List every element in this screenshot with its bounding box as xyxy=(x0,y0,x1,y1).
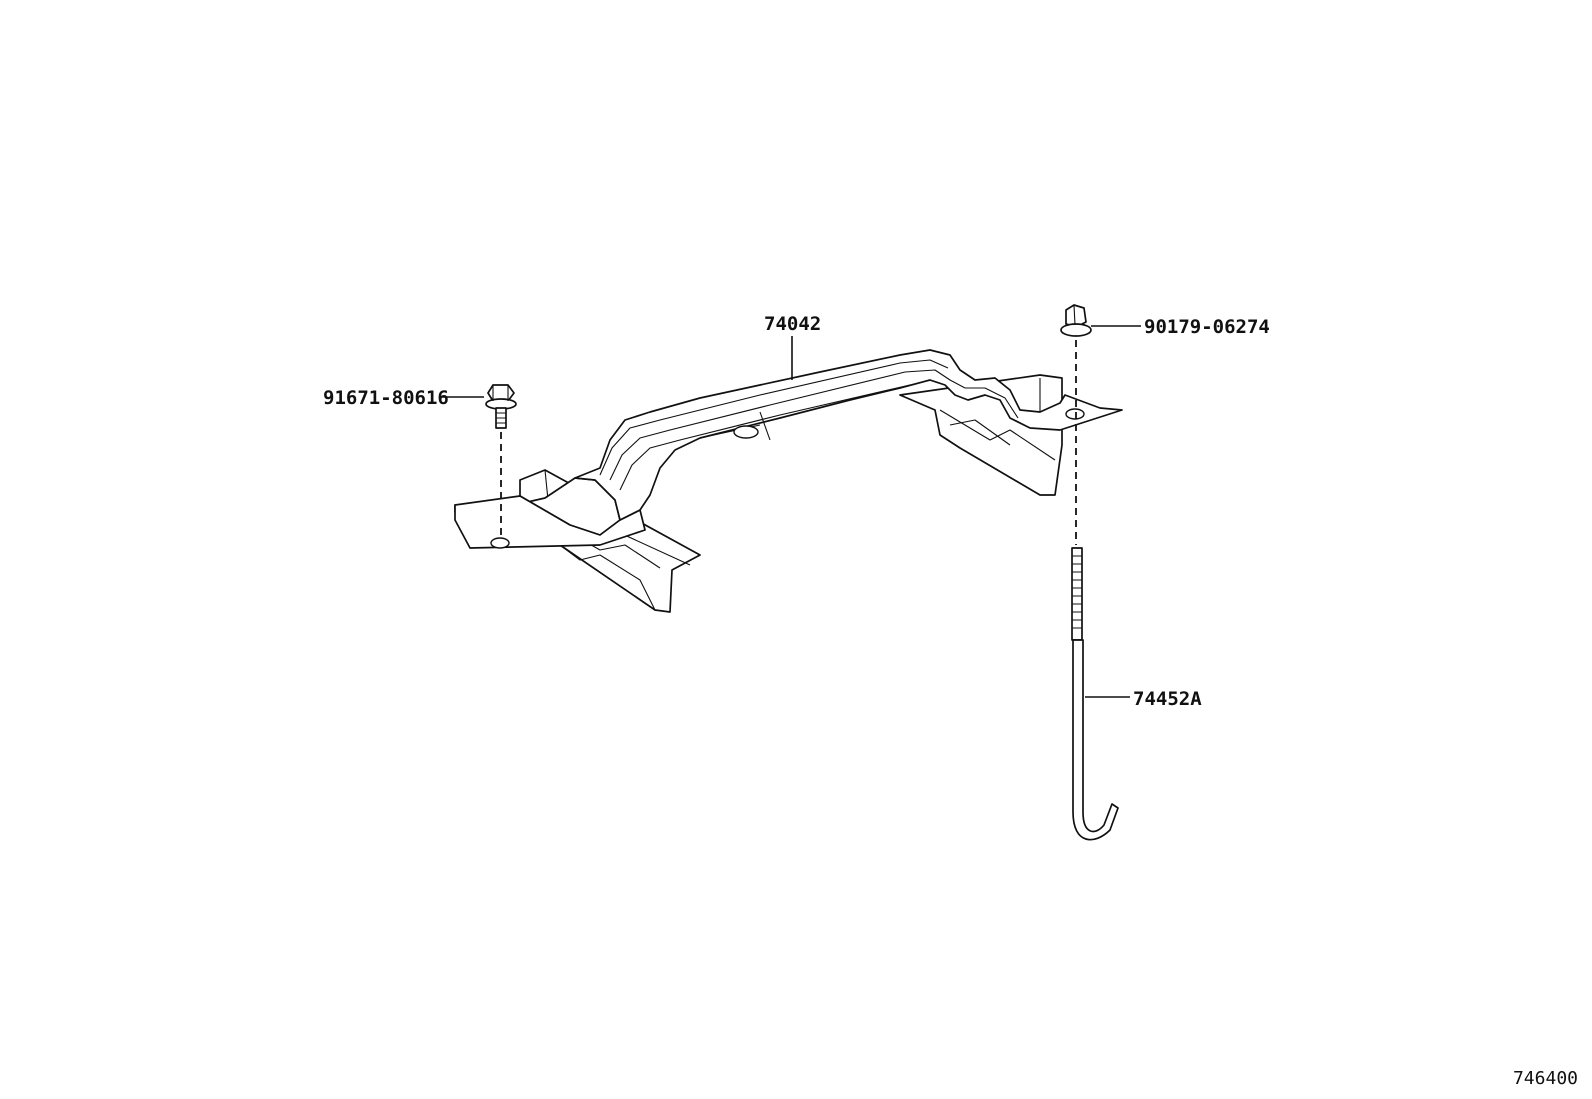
label-bolt: 91671-80616 xyxy=(323,387,449,409)
flange-bolt xyxy=(485,384,517,429)
label-nut: 90179-06274 xyxy=(1144,316,1270,338)
figure-code: 746400 xyxy=(1512,1068,1578,1089)
label-hook-bolt: 74452A xyxy=(1133,688,1202,710)
spare-tire-bracket xyxy=(454,349,1123,549)
label-bracket: 74042 xyxy=(764,313,821,335)
hook-bolt xyxy=(1071,547,1119,841)
flange-nut xyxy=(1060,304,1092,337)
